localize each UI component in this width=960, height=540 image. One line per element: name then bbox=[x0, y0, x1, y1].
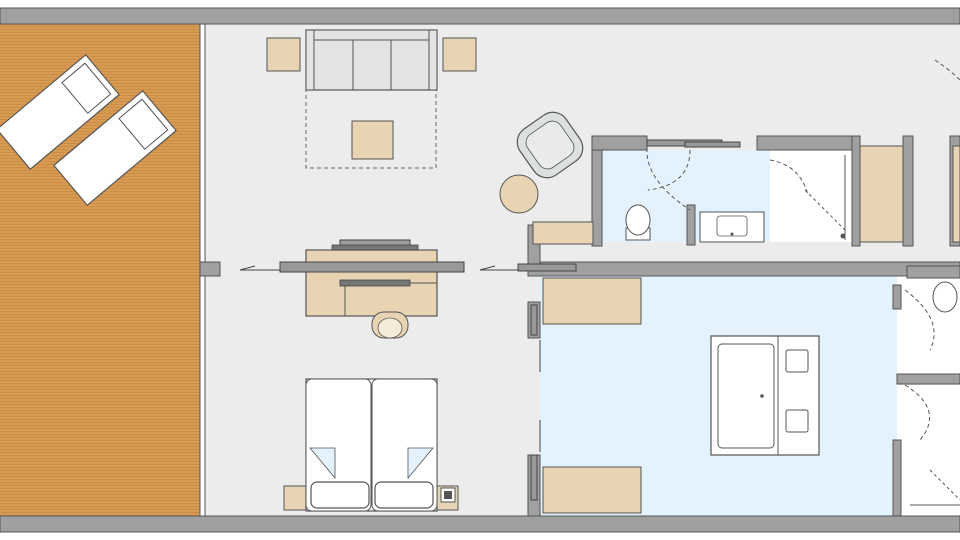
side-table-left bbox=[266, 37, 301, 72]
wall-bath-right-lower bbox=[892, 439, 902, 517]
sun-lounger-2 bbox=[53, 89, 177, 207]
wall-lower-mid bbox=[896, 373, 960, 385]
toilet-lower bbox=[932, 281, 958, 313]
toilet-upper bbox=[625, 204, 651, 241]
sliding-door-panel bbox=[517, 263, 577, 272]
desk-chair bbox=[371, 311, 409, 339]
door-swings bbox=[646, 59, 960, 441]
wall-partition-right bbox=[527, 261, 960, 277]
wall-lower-stub bbox=[906, 265, 960, 279]
wall-wc-top bbox=[591, 135, 648, 151]
tv-top bbox=[331, 239, 419, 251]
shower-upper bbox=[804, 155, 846, 240]
sliding-arrows-left bbox=[239, 265, 525, 271]
wall-top bbox=[0, 7, 960, 25]
wall-bath-right bbox=[892, 284, 902, 310]
cabinet-bath-bottom bbox=[542, 466, 642, 514]
side-table-right bbox=[442, 37, 477, 72]
wardrobe-upper-right bbox=[859, 145, 904, 243]
wardrobe-upper-left bbox=[532, 221, 594, 245]
shower-lower bbox=[910, 469, 960, 506]
wall-stub-left bbox=[199, 261, 221, 277]
wardrobe-far-right bbox=[952, 145, 960, 243]
wall-shower-right bbox=[851, 135, 861, 247]
cabinet-bath-top bbox=[542, 277, 642, 325]
wall-wc-divider bbox=[686, 204, 696, 246]
coffee-table bbox=[351, 120, 394, 160]
armchair bbox=[516, 111, 584, 179]
sofa bbox=[305, 29, 438, 91]
wall-wc-top-right bbox=[756, 135, 858, 151]
wall-wardrobe-right bbox=[902, 135, 914, 247]
tv-bottom bbox=[339, 279, 411, 287]
tv-rail bbox=[279, 261, 465, 273]
sun-lounger-1 bbox=[0, 53, 120, 171]
room-shower-lower bbox=[897, 385, 960, 516]
round-table bbox=[499, 174, 539, 214]
door-leaves bbox=[530, 139, 741, 501]
washbasin-bath-lower bbox=[785, 409, 809, 433]
wall-bottom bbox=[0, 515, 960, 533]
washbasin-bath-upper bbox=[785, 349, 809, 373]
double-bed bbox=[283, 378, 459, 512]
washbasin-upper bbox=[699, 211, 765, 243]
